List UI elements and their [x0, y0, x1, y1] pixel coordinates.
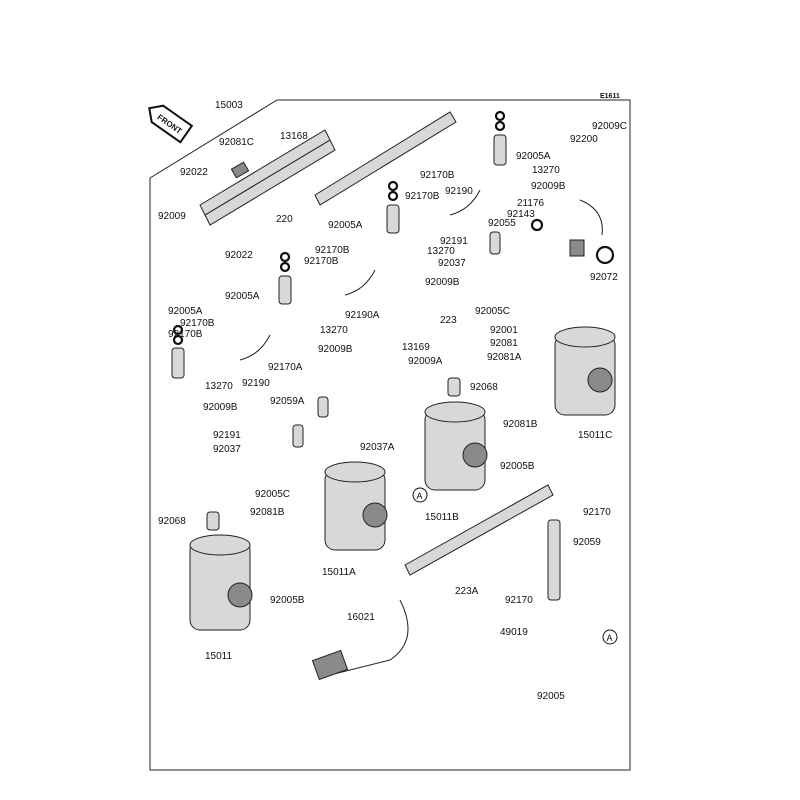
- callout-label: 92022: [225, 250, 253, 261]
- callout-label: 92170: [505, 595, 533, 606]
- callout-label: 92059A: [270, 396, 305, 407]
- callout-label: 92037: [213, 444, 241, 455]
- callout-label: 13270: [205, 381, 233, 392]
- callout-label: 92190A: [345, 310, 380, 321]
- carburetor-15011b: [424, 401, 488, 491]
- callout-label: 16021: [347, 612, 375, 623]
- svg-text:A: A: [417, 491, 423, 501]
- callout-label: 92005C: [475, 306, 510, 317]
- callout-label: 92009B: [531, 181, 566, 192]
- callout-label: 92081A: [487, 352, 522, 363]
- callout-label: 92170B: [405, 191, 440, 202]
- callout-label: 92068: [158, 516, 186, 527]
- callout-label: 92081: [490, 338, 518, 349]
- carburetor-15011a: [324, 461, 388, 551]
- callout-label: 92170B: [180, 318, 215, 329]
- callout-label: 13168: [280, 131, 308, 142]
- callout-label: 92055: [488, 218, 516, 229]
- callout-label: 92170B: [304, 256, 339, 267]
- callout-label: 92009A: [408, 356, 443, 367]
- callout-label: 15011A: [322, 567, 356, 578]
- callout-label: 15011C: [578, 430, 612, 441]
- callout-label: 49019: [500, 627, 528, 638]
- diagram-frame: [149, 99, 631, 771]
- ref-marker-a: A: [412, 487, 428, 503]
- callout-label: 92009B: [203, 402, 238, 413]
- callout-label: 92068: [470, 382, 498, 393]
- diagram-code: E1611: [600, 93, 620, 100]
- callout-label: 92005A: [328, 220, 363, 231]
- callout-label: 92001: [490, 325, 518, 336]
- fuel-rail: [199, 111, 457, 226]
- callout-label: 92005B: [500, 461, 535, 472]
- callout-label: 92009B: [425, 277, 460, 288]
- choke-cable: [329, 599, 409, 676]
- callout-label: 92005A: [516, 151, 551, 162]
- callout-label: 92191: [213, 430, 241, 441]
- callout-label: 92200: [570, 134, 598, 145]
- callout-label: 92190: [445, 186, 473, 197]
- callout-label: 92005C: [255, 489, 290, 500]
- carburetor-15011c: [554, 326, 616, 416]
- callout-label: 92081B: [503, 419, 538, 430]
- callout-label: 92170A: [268, 362, 303, 373]
- callout-label: 92022: [180, 167, 208, 178]
- svg-text:A: A: [607, 633, 613, 643]
- filter-part: [230, 161, 250, 179]
- callout-label: 220: [276, 214, 293, 225]
- callout-label: 92037: [438, 258, 466, 269]
- callout-label: 92005B: [270, 595, 305, 606]
- callout-label: 92005A: [168, 306, 203, 317]
- front-arrow-icon: FRONT: [148, 104, 194, 144]
- callout-label: 13270: [320, 325, 348, 336]
- callout-label: 92190: [242, 378, 270, 389]
- linkage-bar: [404, 484, 554, 576]
- callout-label: 92009C: [592, 121, 627, 132]
- callout-label: 13169: [402, 342, 430, 353]
- callout-label: 92191: [440, 236, 468, 247]
- callout-label: 13270: [427, 246, 455, 257]
- choke-lever: [311, 649, 349, 681]
- fittings: [171, 110, 615, 601]
- callout-label: 92081B: [250, 507, 285, 518]
- callout-label: 92081C: [219, 137, 254, 148]
- callout-label: 15003: [215, 100, 243, 111]
- callout-label: 92170B: [315, 245, 350, 256]
- callout-label: 92037A: [360, 442, 395, 453]
- callout-label: 15011B: [425, 512, 459, 523]
- callout-label: 92059: [573, 537, 601, 548]
- callout-label: 92005A: [225, 291, 260, 302]
- callout-labels: 15003 92081C 13168 92022 92009 220 92022…: [158, 100, 627, 702]
- callout-label: 92143: [507, 209, 535, 220]
- ref-marker-a: A: [602, 629, 618, 645]
- callout-label: 92170B: [420, 170, 455, 181]
- carburetor-15011: [189, 534, 253, 631]
- callout-label: 223A: [455, 586, 479, 597]
- callout-label: 92072: [590, 272, 618, 283]
- callout-label: 15011: [205, 651, 233, 662]
- callout-label: 13270: [532, 165, 560, 176]
- callout-label: 92170: [583, 507, 611, 518]
- callout-label: 223: [440, 315, 457, 326]
- callout-label: 21176: [517, 198, 545, 209]
- callout-label: 92170B: [168, 329, 203, 340]
- callout-label: 92005: [537, 691, 565, 702]
- callout-label: 92009: [158, 211, 186, 222]
- callout-label: 92009B: [318, 344, 353, 355]
